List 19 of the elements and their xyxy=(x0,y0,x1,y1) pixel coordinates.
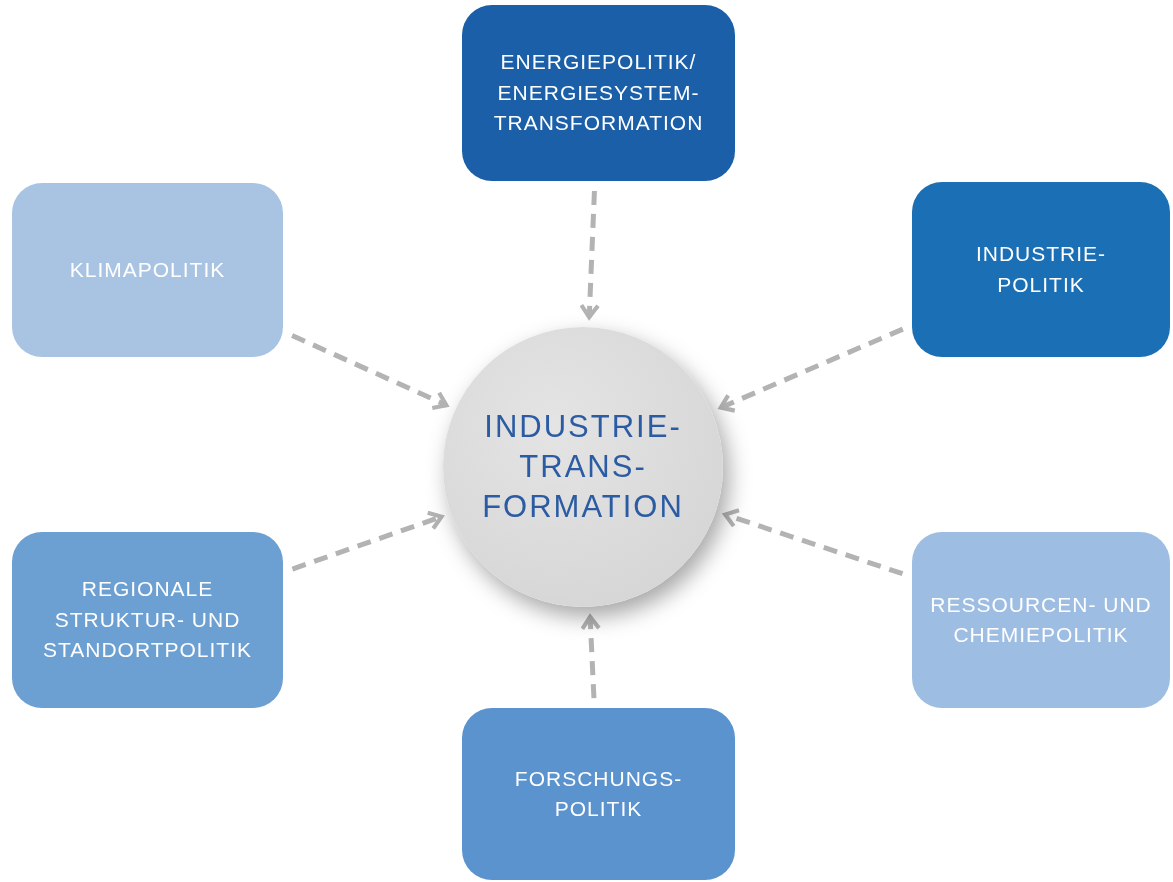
dashed-arrow xyxy=(579,190,601,320)
node-label: INDUSTRIE- TRANS- FORMATION xyxy=(482,407,684,527)
node-label: RESSOURCEN- UND CHEMIEPOLITIK xyxy=(930,591,1152,648)
node-label: REGIONALE STRUKTUR- UND STANDORTPOLITIK xyxy=(41,576,254,664)
topic-box xyxy=(912,182,1170,357)
node-label: KLIMAPOLITIK xyxy=(69,256,226,283)
topic-box xyxy=(12,183,283,357)
dashed-arrow xyxy=(723,508,904,577)
topic-box xyxy=(462,5,735,181)
dashed-arrow xyxy=(718,326,904,413)
dashed-arrow xyxy=(291,510,444,572)
node-label: FORSCHUNGS- POLITIK xyxy=(513,765,684,822)
node-label: ENERGIEPOLITIK/ ENERGIESYSTEM- TRANSFORMATION xyxy=(492,49,705,137)
dashed-arrow xyxy=(291,333,449,411)
topic-box xyxy=(462,708,735,880)
topic-box xyxy=(912,532,1170,708)
topic-box xyxy=(12,532,283,708)
node-label: INDUSTRIE- POLITIK xyxy=(974,241,1108,298)
dashed-arrow xyxy=(580,614,602,699)
